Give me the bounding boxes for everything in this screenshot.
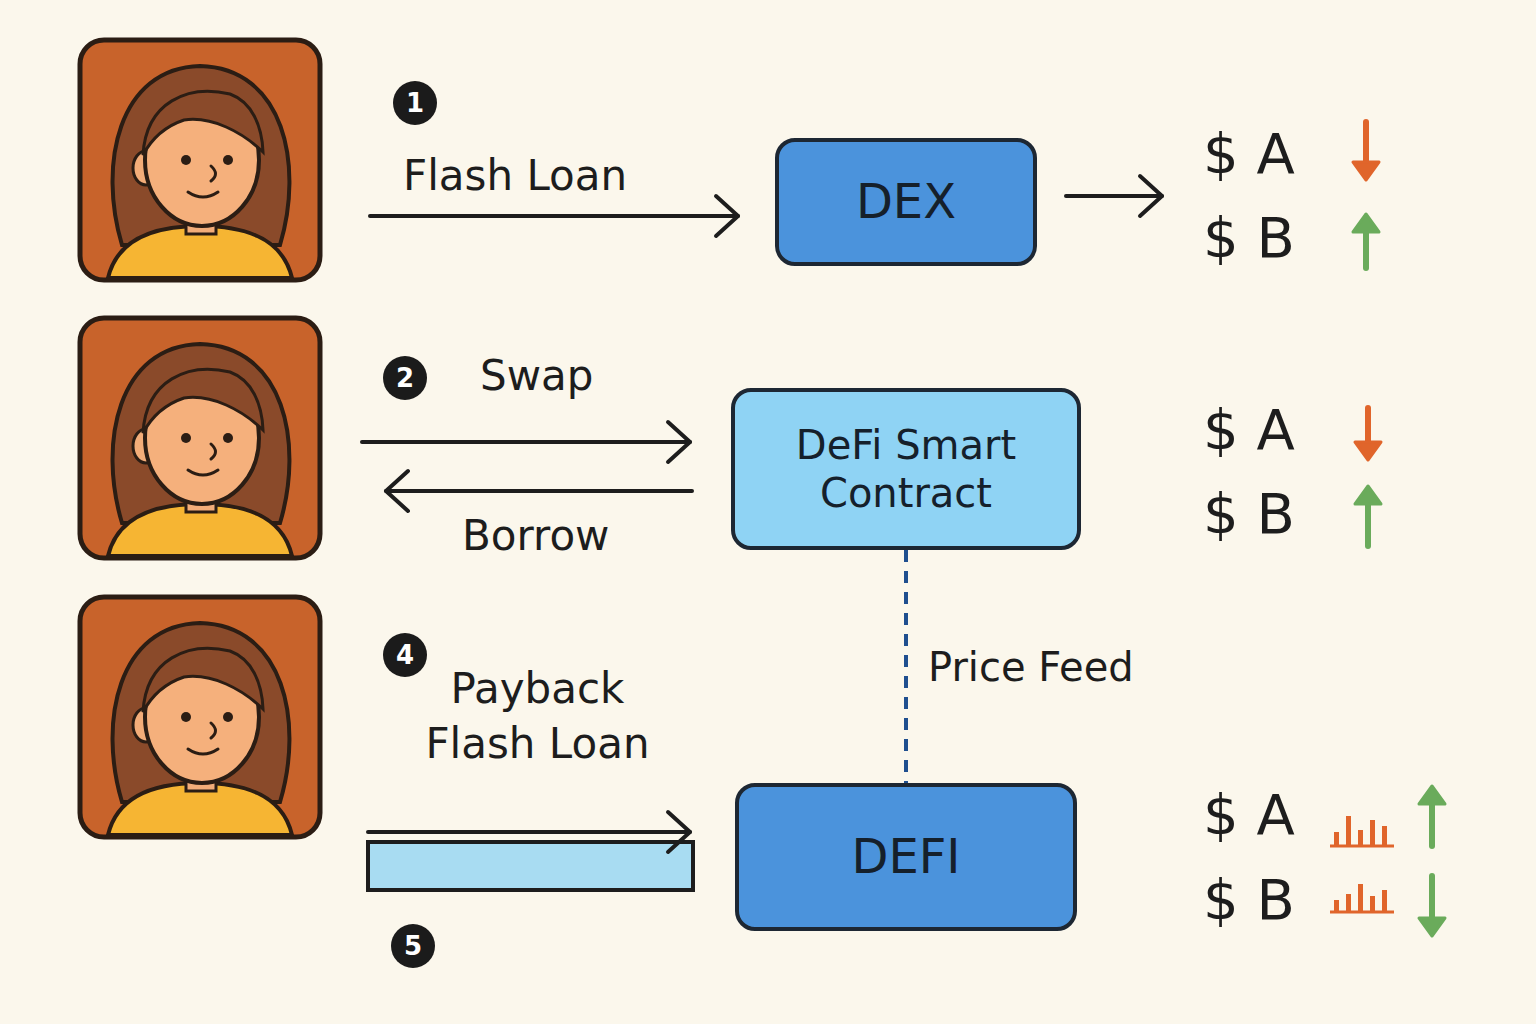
person-avatar [80, 40, 320, 280]
token-label: $ A [1203, 122, 1295, 186]
up-arrow [1419, 786, 1445, 846]
person-avatar [80, 318, 320, 558]
price-feed-connector [904, 550, 908, 783]
callout-number: 5 [391, 924, 435, 968]
down-arrow [1355, 408, 1381, 460]
output-arrow [1066, 176, 1162, 216]
down-arrow [1419, 876, 1445, 936]
bar-chart-icon [1330, 816, 1394, 846]
token-label: $ A [1203, 783, 1295, 847]
connector-label: Price Feed [924, 644, 1138, 690]
token-label: $ B [1203, 868, 1295, 932]
box-label: DEFI [851, 828, 960, 886]
borrow-arrow [386, 471, 692, 511]
token-label: $ A [1203, 398, 1295, 462]
swap-arrow [362, 422, 690, 462]
payback-arrow [368, 812, 693, 890]
person-avatar [80, 597, 320, 837]
arrow-label: Borrow [462, 512, 609, 560]
up-arrow [1353, 214, 1379, 268]
bar-chart-icon [1330, 884, 1394, 912]
flash-loan-arrow [370, 196, 738, 236]
arrow-label: Swap [480, 352, 593, 400]
defi-box: DEFI [735, 783, 1077, 931]
token-label: $ B [1203, 482, 1295, 546]
box-label: DeFi Smart Contract [755, 421, 1057, 517]
arrow-label: Flash Loan [403, 152, 627, 200]
callout-number: 4 [383, 633, 427, 677]
token-label: $ B [1203, 206, 1295, 270]
up-arrow [1355, 486, 1381, 546]
arrow-label: Payback Flash Loan [395, 662, 680, 771]
down-arrow [1353, 122, 1379, 180]
callout-number: 2 [383, 356, 427, 400]
dex-box: DEX [775, 138, 1037, 266]
callout-number: 1 [393, 81, 437, 125]
contract-box: DeFi Smart Contract [731, 388, 1081, 550]
box-label: DEX [856, 173, 956, 231]
